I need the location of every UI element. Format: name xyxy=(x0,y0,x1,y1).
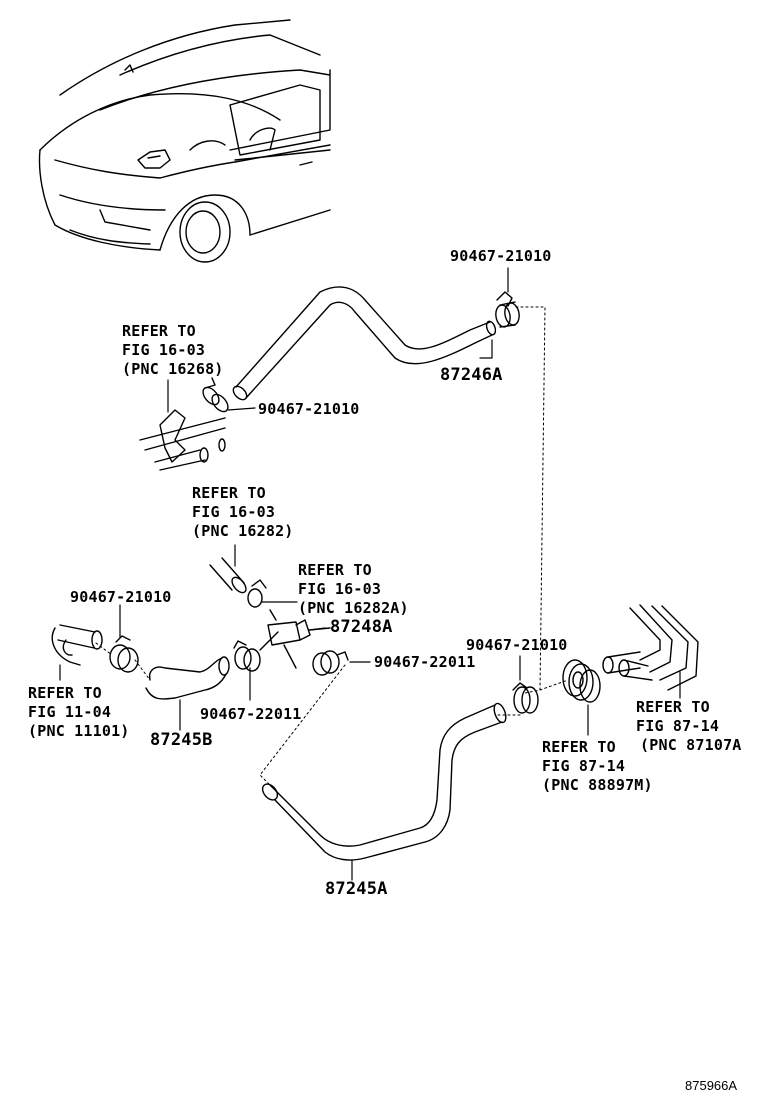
label-refer-center-line1: REFER TO xyxy=(542,738,616,756)
hose-87246a xyxy=(232,286,497,401)
label-refer-left-line2: FIG 11-04 xyxy=(28,703,112,721)
alignment-dashes xyxy=(95,306,569,786)
label-refer-mid2-line1: REFER TO xyxy=(298,561,372,579)
label-refer-mid2-line2: FIG 16-03 xyxy=(298,580,382,598)
pipe-11101 xyxy=(51,624,103,666)
label-refer-mid2-line3: (PNC 16282A) xyxy=(298,599,409,617)
pipes-87107a xyxy=(602,604,699,691)
clamp-right xyxy=(512,682,539,714)
label-refer-mid-line1: REFER TO xyxy=(192,484,266,502)
label-clamp-left: 90467-21010 xyxy=(70,588,172,606)
label-valve-87248a: 87248A xyxy=(330,617,393,637)
label-clamp-22011-right: 90467-22011 xyxy=(374,653,476,671)
grommet-88897m xyxy=(562,659,601,703)
valve-87248a xyxy=(259,609,331,669)
label-clamp-22011-bottom: 90467-22011 xyxy=(200,705,302,723)
label-refer-center-line3: (PNC 88897M) xyxy=(542,776,653,794)
hose-87245a xyxy=(261,702,507,861)
label-refer-right-line2: FIG 87-14 xyxy=(636,717,720,735)
label-refer-mid-line2: FIG 16-03 xyxy=(192,503,276,521)
label-hose-87246a: 87246A xyxy=(440,365,503,385)
label-refer-left-line3: (PNC 11101) xyxy=(28,722,130,740)
clamp-22011-bottom xyxy=(233,640,261,672)
label-refer-top-line2: FIG 16-03 xyxy=(122,341,206,359)
clamp-22011-right xyxy=(312,650,349,676)
hose-87245b xyxy=(145,656,230,700)
label-refer-mid-line3: (PNC 16282) xyxy=(192,522,294,540)
label-clamp-right: 90467-21010 xyxy=(466,636,568,654)
vehicle-sketch xyxy=(38,19,331,263)
clamp-left xyxy=(109,635,139,673)
label-refer-top-line3: (PNC 16268) xyxy=(122,360,224,378)
label-clamp-top: 90467-21010 xyxy=(450,247,552,265)
label-refer-right-line1: REFER TO xyxy=(636,698,710,716)
label-refer-right-line3: (PNC 87107A xyxy=(640,736,742,754)
label-refer-left-line1: REFER TO xyxy=(28,684,102,702)
label-refer-top-line1: REFER TO xyxy=(122,322,196,340)
leader-lines xyxy=(59,267,681,881)
clamp-top-left xyxy=(202,377,229,413)
label-clamp-top-left: 90467-21010 xyxy=(258,400,360,418)
clamp-top-right xyxy=(495,291,520,328)
pipe-assembly-16268 xyxy=(139,409,226,471)
label-hose-87245a: 87245A xyxy=(325,879,388,899)
diagram-id: 875966A xyxy=(685,1078,738,1093)
label-refer-center-line2: FIG 87-14 xyxy=(542,757,626,775)
pipe-stub-16282 xyxy=(209,557,267,608)
label-hose-87245b: 87245B xyxy=(150,730,213,750)
